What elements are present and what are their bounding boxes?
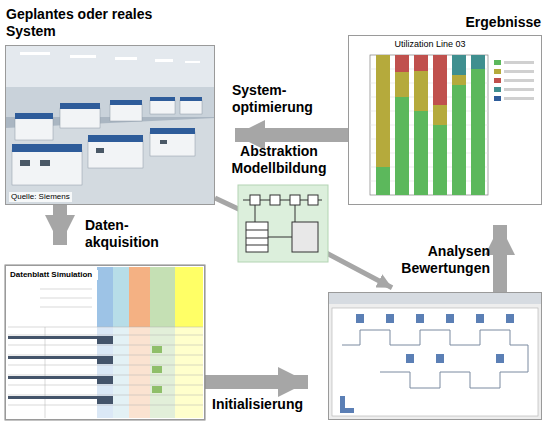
edge-label: System- optimierung xyxy=(232,82,332,116)
model-box xyxy=(328,292,542,420)
bar-chart xyxy=(348,35,542,205)
sheet-box: Datenblatt Simulation xyxy=(5,265,205,420)
edge-label: Initialisierung xyxy=(212,396,303,413)
model-screenshot xyxy=(328,292,542,420)
node-heading: Geplantes oder reales System xyxy=(6,6,181,40)
chart-title: Utilization Line 03 xyxy=(371,39,489,50)
source-note: Quelle: Siemens xyxy=(9,192,72,202)
flow-arrow xyxy=(205,375,308,389)
chart-box: ErgebnisseUtilization Line 03 xyxy=(348,35,542,205)
sheet-title: Datenblatt Simulation xyxy=(10,270,98,280)
photo-box: Geplantes oder reales SystemQuelle: Siem… xyxy=(5,45,215,205)
flow-arrow xyxy=(493,225,507,292)
edge-label: Daten- akquisition xyxy=(85,217,180,251)
factory-photo xyxy=(5,45,215,205)
node-heading: Ergebnisse xyxy=(466,14,541,31)
flow-arrow xyxy=(53,205,67,245)
edge-label: Analysen Bewertungen xyxy=(390,243,490,277)
edge-label: Abstraktion Modellbildung xyxy=(220,143,338,177)
model-icon xyxy=(238,185,328,262)
data-sheet xyxy=(5,265,205,420)
flow-arrow xyxy=(235,128,348,142)
